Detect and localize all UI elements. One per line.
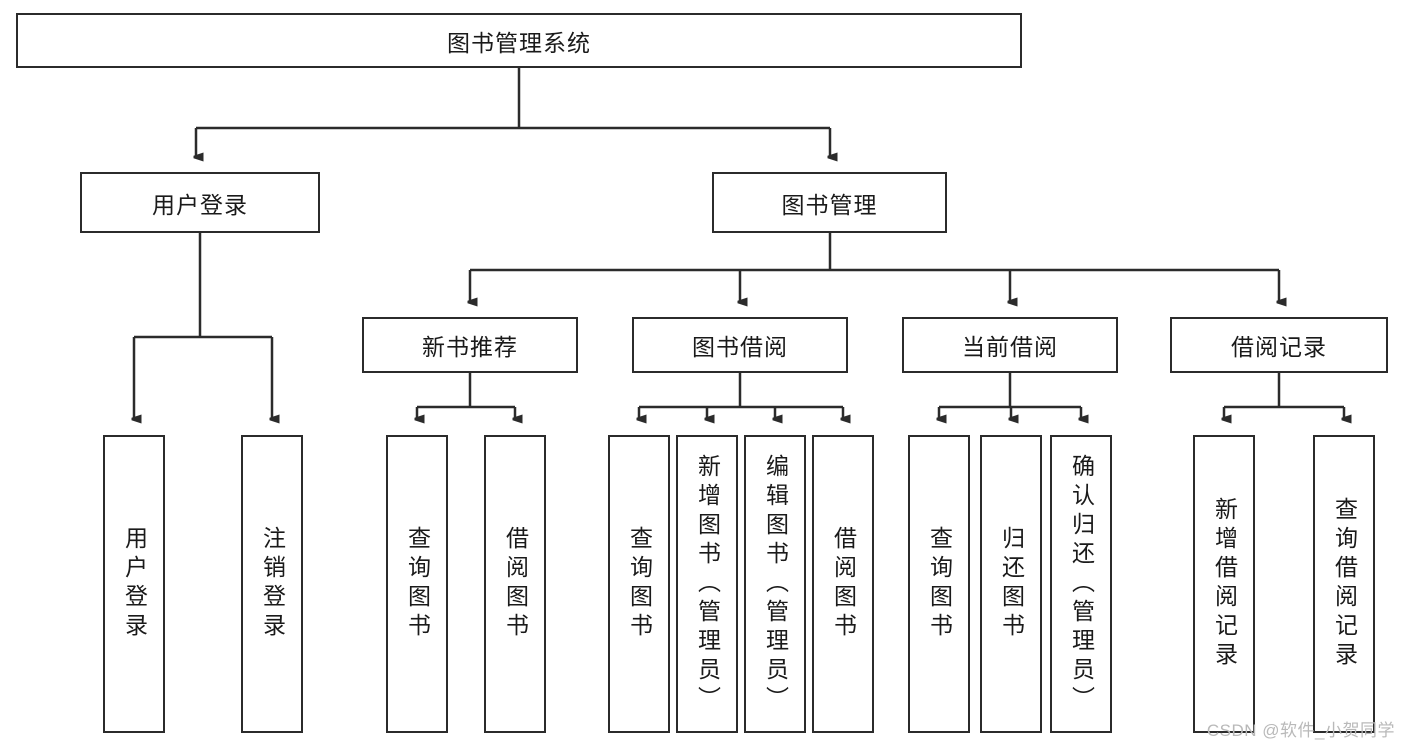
leaf-query-book-borrow[interactable]: 查询图书 bbox=[608, 435, 670, 733]
leaf-query-book-borrow-label: 查询图书 bbox=[626, 526, 653, 642]
leaf-logout-login-label: 注销登录 bbox=[259, 526, 286, 642]
leaf-query-book-recommend[interactable]: 查询图书 bbox=[386, 435, 448, 733]
leaf-query-borrow-record[interactable]: 查询借阅记录 bbox=[1313, 435, 1375, 733]
node-current-borrow-label: 当前借阅 bbox=[962, 334, 1058, 360]
leaf-borrow-book-recommend[interactable]: 借阅图书 bbox=[484, 435, 546, 733]
leaf-query-book-current-label: 查询图书 bbox=[926, 526, 953, 642]
node-root-label: 图书管理系统 bbox=[447, 29, 591, 56]
node-borrow-record[interactable]: 借阅记录 bbox=[1170, 317, 1388, 373]
leaf-user-login[interactable]: 用户登录 bbox=[103, 435, 165, 733]
leaf-query-book-recommend-label: 查询图书 bbox=[404, 526, 431, 642]
node-book-borrow-label: 图书借阅 bbox=[692, 334, 788, 360]
node-current-borrow[interactable]: 当前借阅 bbox=[902, 317, 1118, 373]
node-new-book-recommend[interactable]: 新书推荐 bbox=[362, 317, 578, 373]
leaf-borrow-book[interactable]: 借阅图书 bbox=[812, 435, 874, 733]
node-book-borrow[interactable]: 图书借阅 bbox=[632, 317, 848, 373]
node-user-login-label: 用户登录 bbox=[152, 191, 248, 218]
leaf-add-borrow-record-label: 新增借阅记录 bbox=[1211, 497, 1238, 671]
node-new-book-recommend-label: 新书推荐 bbox=[422, 334, 518, 360]
watermark: CSDN @软件_小贺同学 bbox=[1206, 721, 1395, 740]
leaf-user-login-label: 用户登录 bbox=[121, 526, 148, 642]
leaf-edit-book-admin[interactable]: 编辑图书（管理员） bbox=[744, 435, 806, 733]
node-borrow-record-label: 借阅记录 bbox=[1231, 334, 1327, 360]
leaf-add-book-admin[interactable]: 新增图书（管理员） bbox=[676, 435, 738, 733]
leaf-return-book[interactable]: 归还图书 bbox=[980, 435, 1042, 733]
leaf-borrow-book-recommend-label: 借阅图书 bbox=[502, 526, 529, 642]
leaf-logout-login[interactable]: 注销登录 bbox=[241, 435, 303, 733]
node-book-manage-label: 图书管理 bbox=[781, 191, 878, 218]
leaf-return-book-label: 归还图书 bbox=[998, 526, 1025, 642]
leaf-borrow-book-label: 借阅图书 bbox=[830, 526, 857, 642]
leaf-confirm-return-admin-label: 确认归还（管理员） bbox=[1068, 453, 1095, 715]
leaf-add-book-admin-label: 新增图书（管理员） bbox=[694, 453, 721, 715]
node-user-login[interactable]: 用户登录 bbox=[80, 172, 320, 233]
leaf-query-borrow-record-label: 查询借阅记录 bbox=[1331, 497, 1358, 671]
node-root[interactable]: 图书管理系统 bbox=[16, 13, 1022, 68]
leaf-query-book-current[interactable]: 查询图书 bbox=[908, 435, 970, 733]
leaf-edit-book-admin-label: 编辑图书（管理员） bbox=[762, 453, 789, 715]
leaf-add-borrow-record[interactable]: 新增借阅记录 bbox=[1193, 435, 1255, 733]
node-book-manage[interactable]: 图书管理 bbox=[712, 172, 947, 233]
leaf-confirm-return-admin[interactable]: 确认归还（管理员） bbox=[1050, 435, 1112, 733]
